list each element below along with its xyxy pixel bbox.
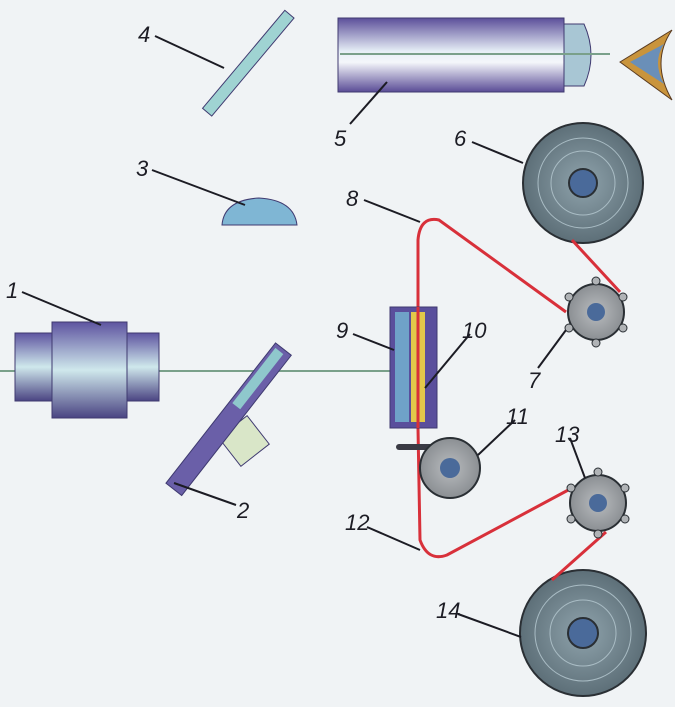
viewing-tube bbox=[337, 17, 610, 93]
take-up-reel bbox=[519, 569, 647, 697]
label-14: 14 bbox=[436, 598, 460, 623]
lamp bbox=[14, 321, 160, 419]
eye-icon bbox=[619, 29, 673, 101]
claw-mechanism bbox=[396, 437, 481, 499]
mirror-4 bbox=[201, 9, 295, 117]
film-from-supply bbox=[570, 238, 622, 294]
label-7: 7 bbox=[528, 368, 541, 393]
label-12: 12 bbox=[345, 510, 369, 535]
label-10: 10 bbox=[462, 318, 487, 343]
lower-sprocket bbox=[566, 467, 630, 539]
upper-sprocket bbox=[564, 276, 628, 348]
label-9: 9 bbox=[336, 318, 348, 343]
film-gate bbox=[389, 306, 438, 429]
mirror-2 bbox=[165, 342, 292, 497]
label-1: 1 bbox=[6, 278, 18, 303]
label-4: 4 bbox=[138, 22, 150, 47]
label-13: 13 bbox=[555, 422, 580, 447]
supply-reel bbox=[522, 122, 644, 244]
label-8: 8 bbox=[346, 186, 359, 211]
leader-lines bbox=[21, 35, 586, 638]
label-6: 6 bbox=[454, 126, 467, 151]
label-5: 5 bbox=[334, 126, 347, 151]
condenser-lens bbox=[221, 197, 298, 226]
film-lower-loop bbox=[416, 427, 573, 559]
film-upper-loop bbox=[416, 217, 567, 428]
label-3: 3 bbox=[136, 156, 149, 181]
label-11: 11 bbox=[506, 404, 529, 429]
film-to-takeup bbox=[551, 530, 607, 582]
label-2: 2 bbox=[236, 498, 249, 523]
